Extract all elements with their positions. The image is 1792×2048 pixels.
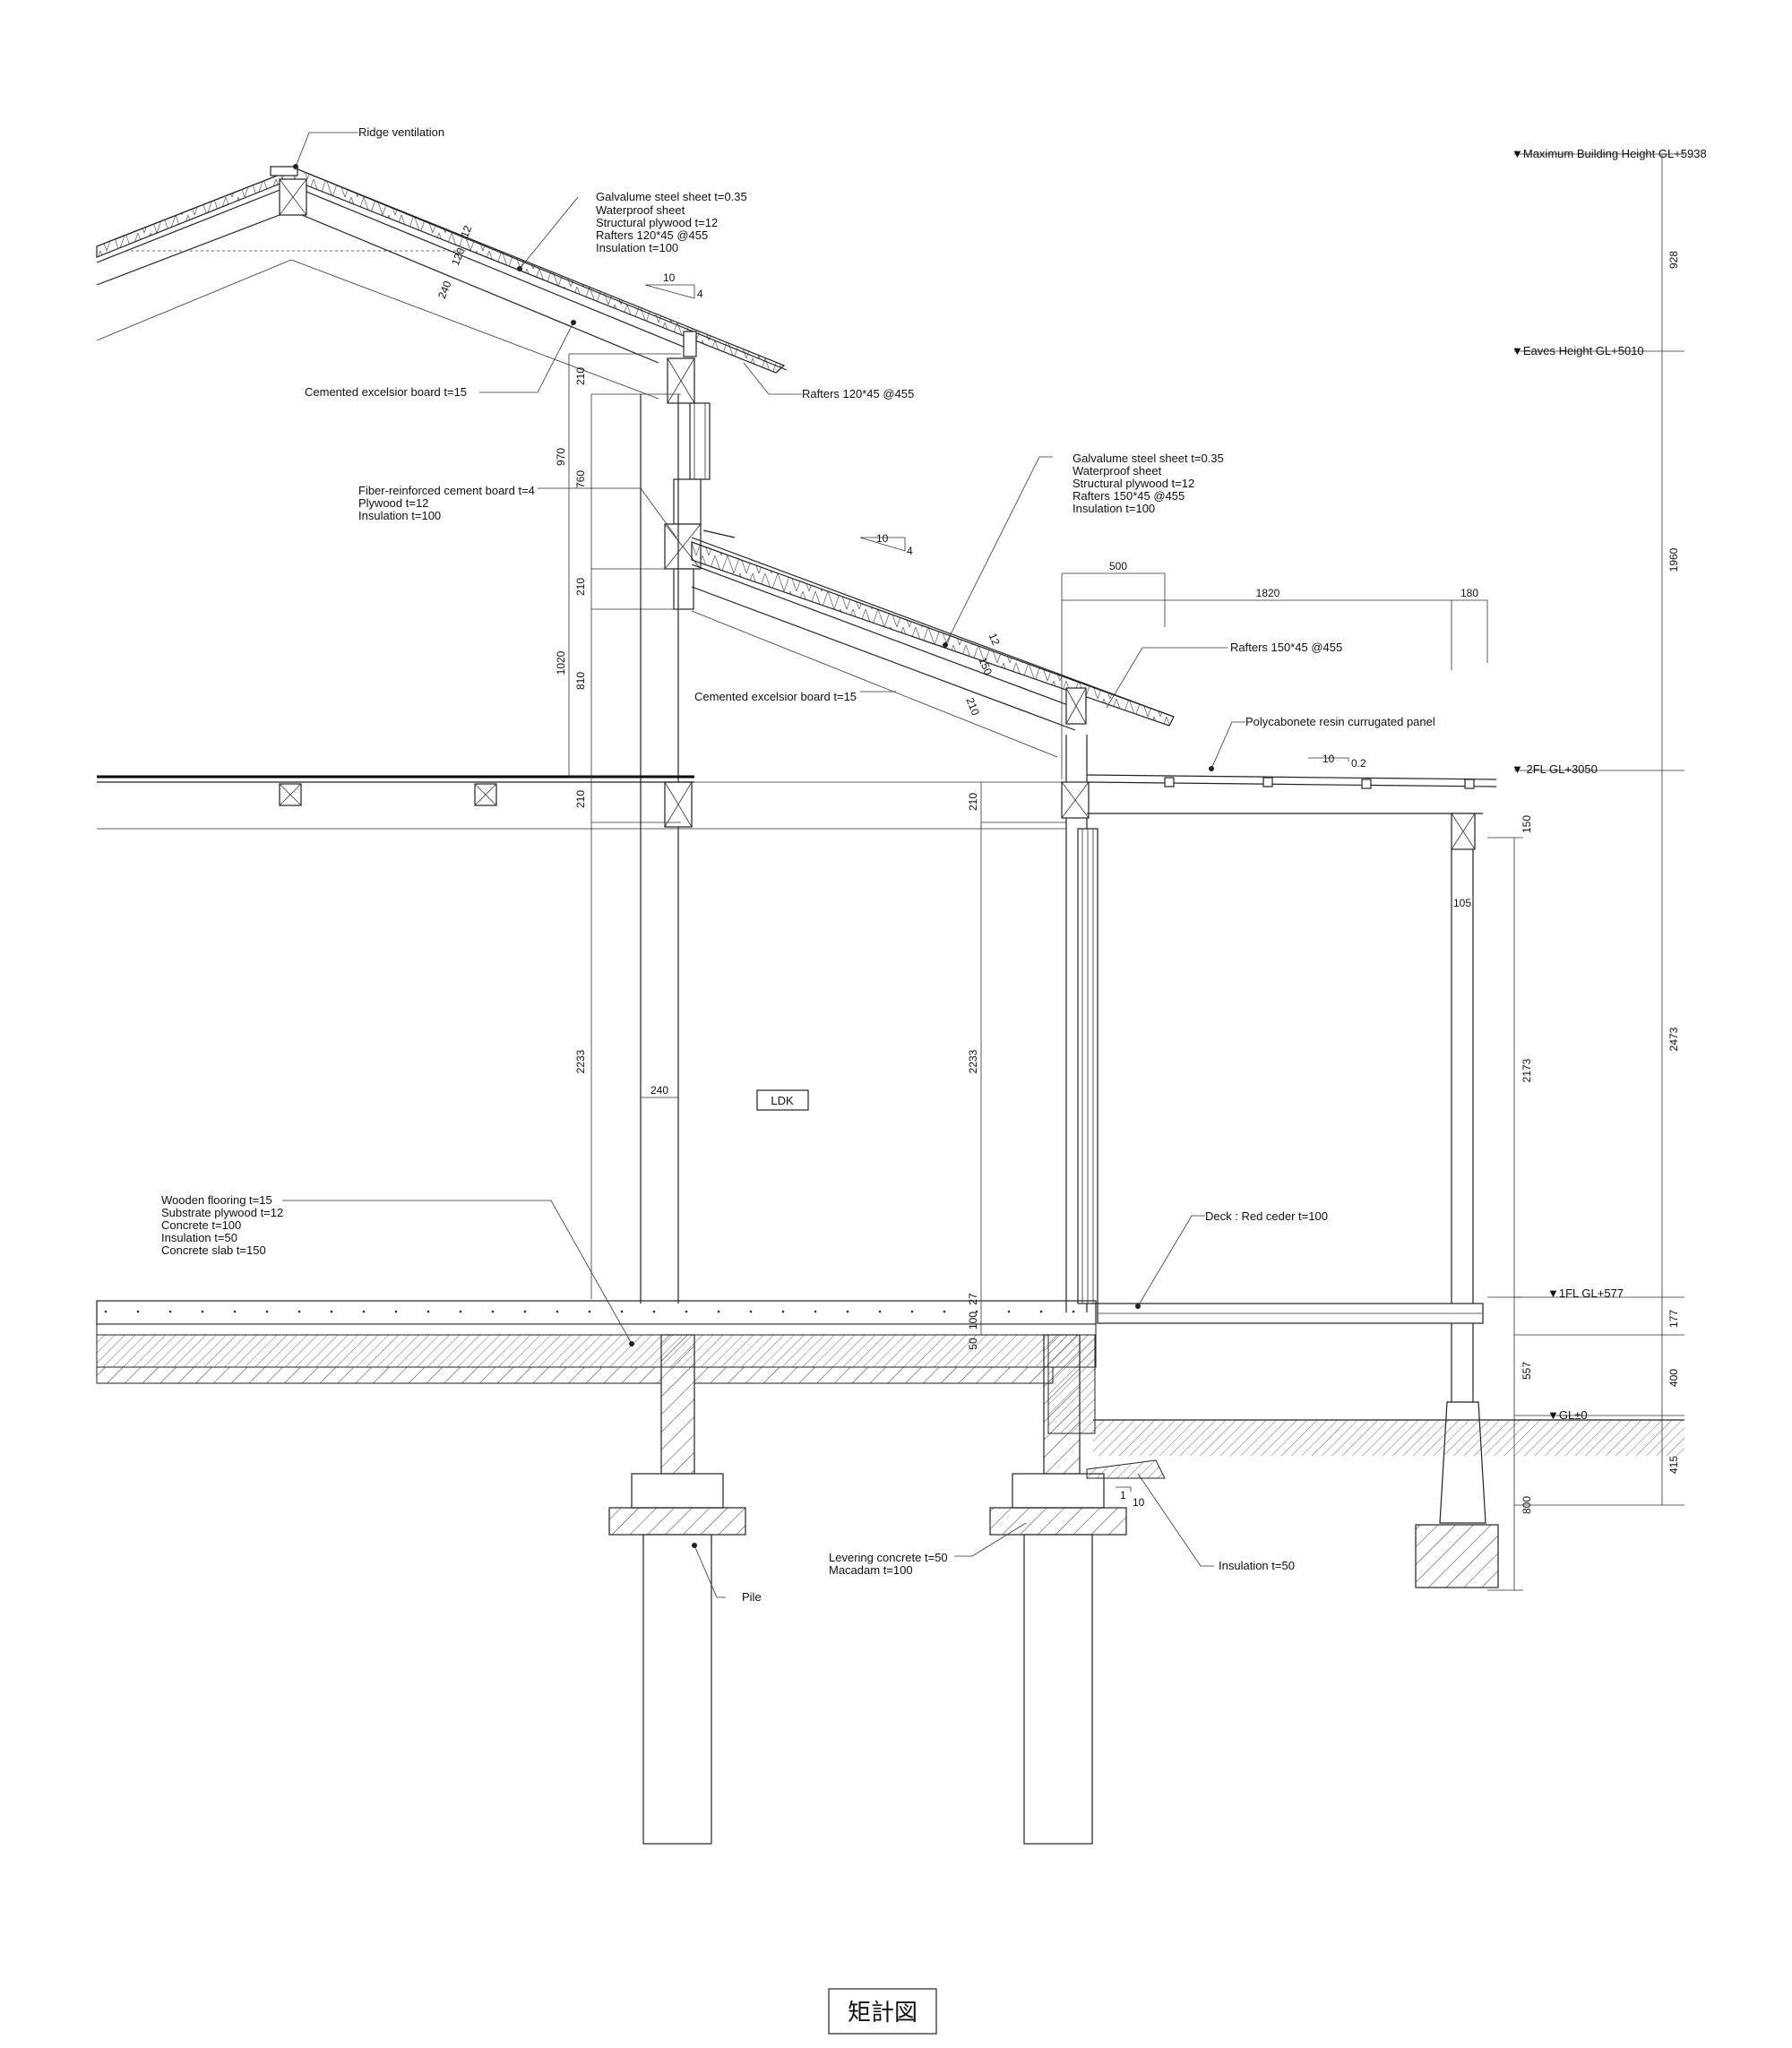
dim-rafter-12b: 12 bbox=[986, 632, 1003, 648]
slope1-rise: 4 bbox=[697, 288, 703, 300]
dim-210-c: 210 bbox=[574, 790, 587, 808]
dim-415: 415 bbox=[1667, 1456, 1680, 1474]
slope3-run: 10 bbox=[1322, 753, 1335, 765]
dim-2233-b: 2233 bbox=[967, 1049, 979, 1073]
structure-frame bbox=[97, 394, 1098, 1312]
foundations bbox=[608, 1334, 1166, 1845]
fiber-line-3: Insulation t=100 bbox=[358, 509, 441, 522]
dim-240-wall: 240 bbox=[650, 1084, 668, 1097]
levering-line-1: Levering concrete t=50 bbox=[829, 1551, 948, 1564]
leader-lines bbox=[282, 132, 1245, 1598]
dim-rafter-12a: 12 bbox=[458, 223, 474, 239]
dim-2233-a: 2233 bbox=[574, 1049, 587, 1073]
pile-label: Pile bbox=[742, 1590, 762, 1604]
rafters-lower-label: Rafters 150*45 @455 bbox=[1230, 641, 1342, 654]
dim-1820: 1820 bbox=[1256, 587, 1280, 599]
dim-970: 970 bbox=[555, 448, 567, 466]
deck-label: Deck : Red ceder t=100 bbox=[1205, 1209, 1328, 1223]
upper-roof bbox=[96, 166, 788, 404]
dim-1960: 1960 bbox=[1667, 547, 1680, 572]
slope1-run: 10 bbox=[663, 271, 676, 284]
dim-928: 928 bbox=[1667, 251, 1680, 269]
dim-50: 50 bbox=[967, 1338, 979, 1350]
drain-rise: 1 bbox=[1120, 1489, 1126, 1502]
ridge-ventilation-label: Ridge ventilation bbox=[358, 125, 444, 139]
dim-1020: 1020 bbox=[555, 650, 567, 675]
dim-800: 800 bbox=[1521, 1496, 1533, 1514]
drain-run: 10 bbox=[1133, 1496, 1145, 1509]
board-upper-label: Cemented excelsior board t=15 bbox=[305, 385, 467, 399]
dim-810: 810 bbox=[574, 672, 587, 690]
dim-2173: 2173 bbox=[1521, 1058, 1533, 1082]
roof-upper-line-2: Waterproof sheet bbox=[596, 203, 685, 217]
floor-line-3: Concrete t=100 bbox=[161, 1218, 241, 1232]
title-box bbox=[828, 1988, 937, 2035]
roof-lower-line-1: Galvalume steel sheet t=0.35 bbox=[1073, 452, 1224, 465]
board-lower-label: Cemented excelsior board t=15 bbox=[694, 690, 857, 703]
room-label: LDK bbox=[771, 1094, 794, 1107]
roof-upper-line-5: Insulation t=100 bbox=[596, 241, 678, 254]
floor-line-4: Insulation t=50 bbox=[161, 1231, 237, 1244]
insulation-label: Insulation t=50 bbox=[1219, 1559, 1295, 1572]
dim-rafter-210: 210 bbox=[963, 696, 982, 718]
level-2fl: ▼ 2FL GL+3050 bbox=[1512, 762, 1598, 776]
fiber-line-2: Plywood t=12 bbox=[358, 496, 428, 510]
dim-557: 557 bbox=[1521, 1362, 1533, 1380]
roof-upper-line-3: Structural plywood t=12 bbox=[596, 216, 718, 229]
floor-line-2: Substrate plywood t=12 bbox=[161, 1206, 283, 1219]
roof-lower-line-4: Rafters 150*45 @455 bbox=[1073, 489, 1185, 503]
roof-lower-line-3: Structural plywood t=12 bbox=[1073, 477, 1194, 490]
slope3-rise: 0.2 bbox=[1351, 757, 1366, 770]
roof-upper-line-1: Galvalume steel sheet t=0.35 bbox=[596, 190, 747, 203]
roof-lower-line-5: Insulation t=100 bbox=[1073, 502, 1155, 515]
floor-line-1: Wooden flooring t=15 bbox=[161, 1193, 272, 1207]
floor-line-5: Concrete slab t=150 bbox=[161, 1243, 266, 1257]
dim-150: 150 bbox=[1521, 815, 1533, 833]
slope2-rise: 4 bbox=[907, 545, 913, 557]
dim-105: 105 bbox=[1453, 897, 1471, 909]
level-1fl: ▼1FL GL+577 bbox=[1547, 1286, 1624, 1300]
slope2-run: 10 bbox=[876, 532, 889, 545]
levering-line-2: Macadam t=100 bbox=[829, 1563, 913, 1577]
dim-760: 760 bbox=[574, 470, 587, 488]
dim-100: 100 bbox=[967, 1312, 979, 1329]
level-eaves: ▼Eaves Height GL+5010 bbox=[1512, 344, 1644, 357]
dim-rafter-240: 240 bbox=[435, 279, 454, 300]
fiber-line-1: Fiber-reinforced cement board t=4 bbox=[358, 484, 535, 497]
drawing-title: 矩計図 bbox=[848, 1999, 918, 2026]
dim-210-a: 210 bbox=[574, 367, 587, 385]
roof-upper-line-4: Rafters 120*45 @455 bbox=[596, 228, 708, 242]
dim-180: 180 bbox=[1460, 587, 1478, 599]
dim-2473: 2473 bbox=[1667, 1027, 1680, 1051]
dim-177: 177 bbox=[1667, 1310, 1680, 1328]
clerestory-window bbox=[664, 402, 711, 610]
lower-roof bbox=[691, 529, 1175, 758]
roof-lower-line-2: Waterproof sheet bbox=[1073, 464, 1162, 478]
level-gl: ▼GL±0 bbox=[1547, 1408, 1588, 1422]
dimension-lines bbox=[568, 153, 1684, 1591]
polycarbonate-label: Polycabonete resin currugated panel bbox=[1245, 715, 1435, 728]
floor-slab bbox=[96, 1300, 1684, 1456]
dim-400: 400 bbox=[1667, 1369, 1680, 1387]
level-max-height: ▼Maximum Building Height GL+5938 bbox=[1512, 147, 1707, 160]
dim-27: 27 bbox=[967, 1293, 979, 1305]
slope-markers bbox=[644, 284, 1349, 1492]
dim-500: 500 bbox=[1109, 560, 1127, 572]
room-tag-box bbox=[756, 1089, 809, 1111]
dim-210-b: 210 bbox=[574, 578, 587, 596]
rafters-upper-label: Rafters 120*45 @455 bbox=[802, 387, 914, 400]
dim-210-d: 210 bbox=[967, 793, 979, 811]
